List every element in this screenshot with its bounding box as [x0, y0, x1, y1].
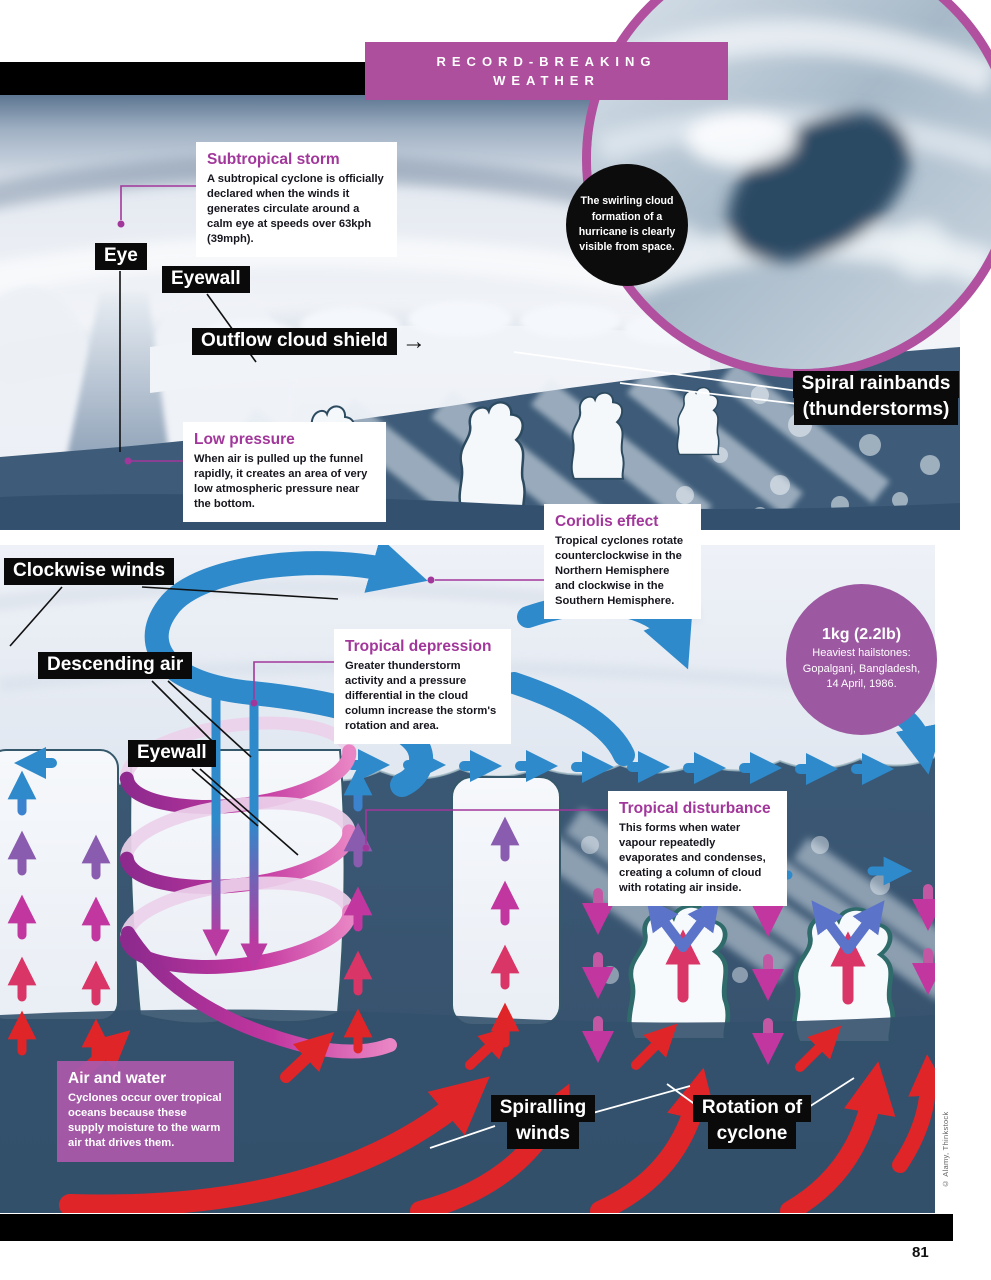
- note-tropical-disturbance: Tropical disturbance This forms when wat…: [608, 791, 787, 906]
- bottom-black-bar: [0, 1214, 953, 1241]
- label-rotation-of-cyclone: Rotation of cyclone: [692, 1095, 812, 1149]
- note-coriolis-effect: Coriolis effect Tropical cyclones rotate…: [544, 504, 701, 619]
- photo-credit: © Alamy, Thinkstock: [941, 1111, 950, 1188]
- note-air-and-water: Air and water Cyclones occur over tropic…: [57, 1061, 234, 1163]
- note-title: Tropical depression: [345, 638, 492, 655]
- label-eye: Eye: [95, 243, 147, 271]
- note-body: A subtropical cyclone is officially decl…: [207, 173, 384, 245]
- fact-badge-hailstones: 1kg (2.2lb) Heaviest hailstones: Gopalga…: [786, 584, 937, 735]
- note-body: Greater thunderstorm activity and a pres…: [345, 660, 497, 732]
- note-subtropical-storm: Subtropical storm A subtropical cyclone …: [196, 142, 397, 257]
- note-body: Cyclones occur over tropical oceans beca…: [68, 1092, 222, 1150]
- note-tropical-depression: Tropical depression Greater thunderstorm…: [334, 629, 511, 744]
- note-title: Tropical disturbance: [619, 800, 771, 817]
- note-body: Tropical cyclones rotate counterclockwis…: [555, 535, 684, 607]
- label-descending-air: Descending air: [38, 652, 193, 680]
- note-title: Subtropical storm: [207, 151, 340, 168]
- label-eyewall-top: Eyewall: [162, 266, 250, 294]
- section-header-line1: RECORD-BREAKING: [436, 53, 657, 69]
- top-black-bar: [0, 62, 365, 95]
- photo-caption: The swirling cloud formation of a hurric…: [566, 164, 688, 286]
- page-number: 81: [912, 1244, 929, 1261]
- label-eyewall-lower: Eyewall: [128, 740, 216, 768]
- note-title: Air and water: [68, 1070, 167, 1087]
- note-title: Coriolis effect: [555, 513, 659, 530]
- right-arrow-icon: →: [401, 327, 426, 355]
- section-header-line2: WEATHER: [493, 73, 600, 88]
- fact-badge-title: 1kg (2.2lb): [821, 626, 902, 644]
- label-spiral-rainbands: Spiral rainbands (thunderstorms): [792, 371, 960, 425]
- section-header: RECORD-BREAKING WEATHER: [365, 42, 728, 100]
- label-spiralling-winds: Spiralling winds: [488, 1095, 598, 1149]
- fact-badge-body: Heaviest hailstones: Gopalganj, Banglade…: [802, 647, 921, 691]
- note-body: When air is pulled up the funnel rapidly…: [194, 453, 368, 510]
- note-title: Low pressure: [194, 431, 295, 448]
- label-clockwise-winds: Clockwise winds: [4, 558, 175, 586]
- note-low-pressure: Low pressure When air is pulled up the f…: [183, 422, 386, 522]
- label-outflow-cloud-shield: Outflow cloud shield →: [192, 327, 426, 356]
- note-body: This forms when water vapour repeatedly …: [619, 822, 766, 894]
